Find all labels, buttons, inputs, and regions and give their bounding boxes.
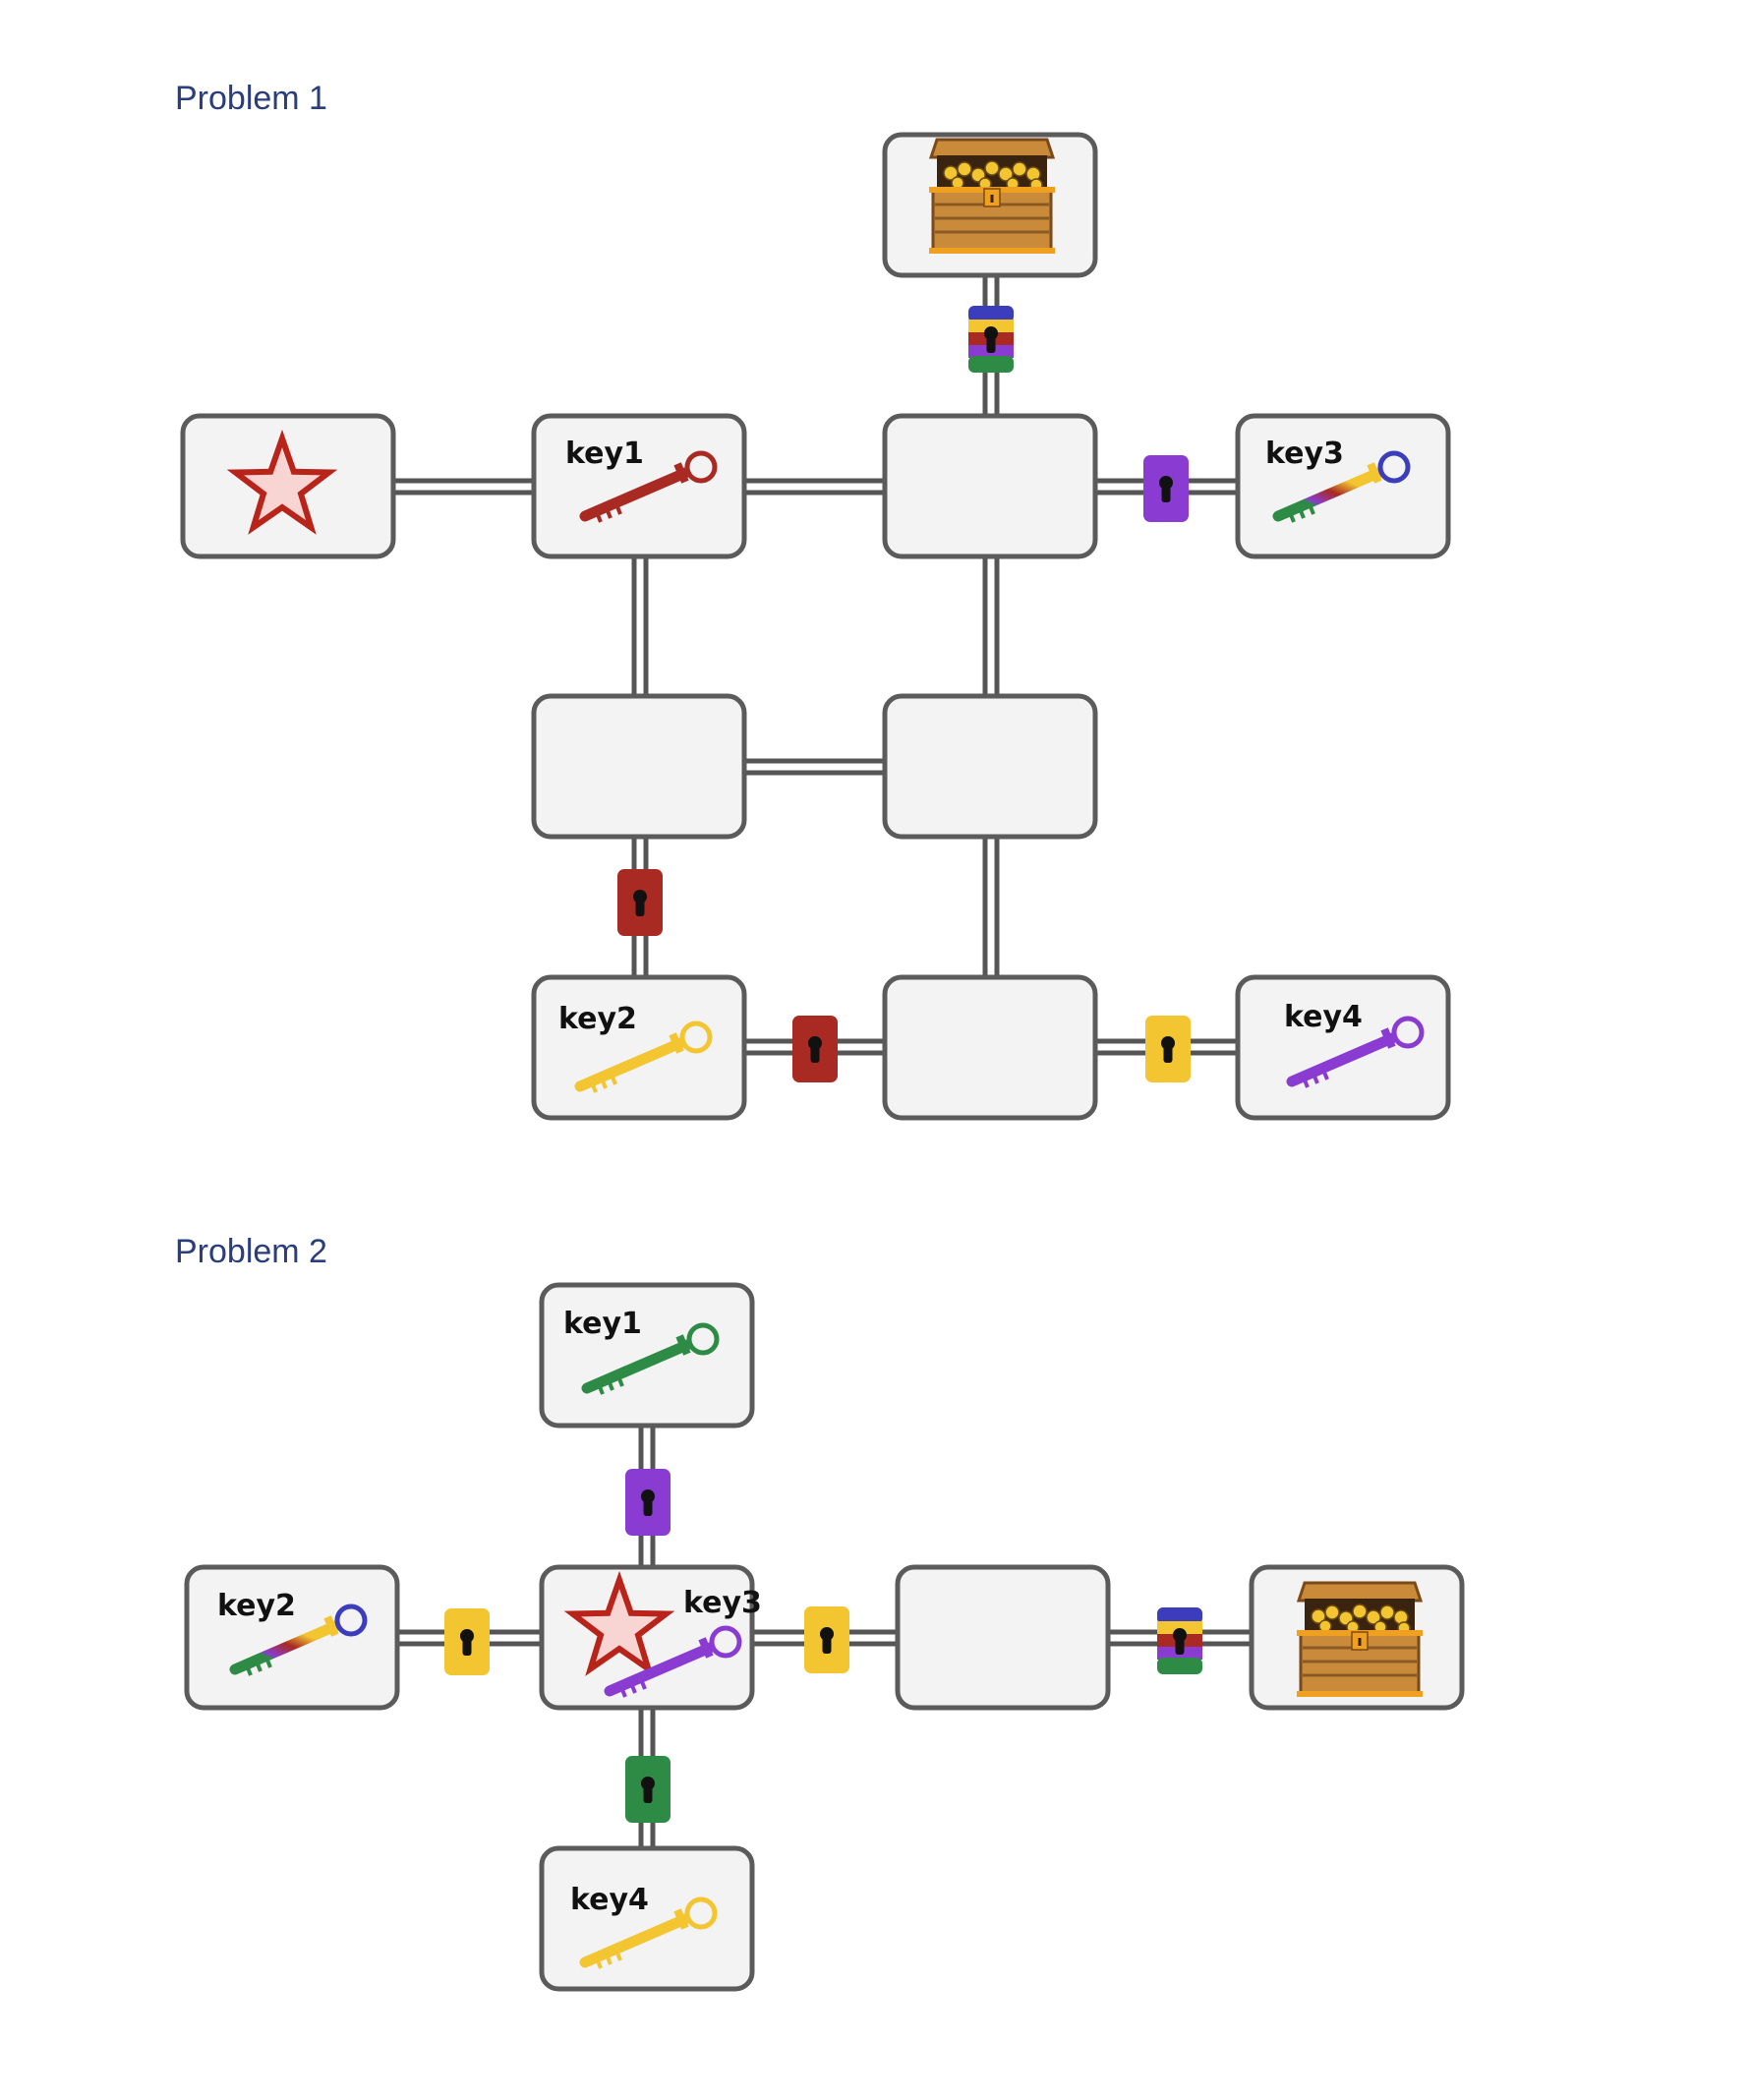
yellow-lock — [804, 1606, 849, 1673]
problem-1-locks — [617, 306, 1191, 1082]
purple-lock — [1143, 455, 1189, 522]
key3-label: key3 — [683, 1586, 762, 1620]
red-lock — [792, 1016, 838, 1082]
key2-label: key2 — [217, 1589, 296, 1623]
key4-label: key4 — [1284, 1000, 1363, 1034]
room-center — [882, 413, 1098, 559]
treasure-chest-icon — [1295, 1581, 1425, 1699]
key1-label: key1 — [565, 437, 644, 471]
key1-label: key1 — [563, 1307, 642, 1341]
problem-1-title: Problem 1 — [175, 80, 327, 117]
rainbow-lock — [1157, 1607, 1202, 1674]
problem-1-rooms — [180, 132, 1451, 1121]
problem-2-locks — [444, 1469, 1202, 1823]
key4-label: key4 — [570, 1883, 649, 1917]
room-start-key3 — [539, 1564, 755, 1711]
key2-label: key2 — [558, 1002, 637, 1036]
red-lock — [617, 869, 663, 936]
room-mid-right — [882, 693, 1098, 840]
room-right-empty — [895, 1564, 1111, 1711]
treasure-chest-icon — [927, 138, 1057, 256]
yellow-lock — [1145, 1016, 1191, 1082]
rainbow-lock — [968, 306, 1014, 373]
purple-lock — [625, 1469, 671, 1536]
problem-1-corridors — [393, 275, 1238, 1056]
room-key4 — [539, 1845, 755, 1992]
room-bottom-center — [882, 974, 1098, 1121]
yellow-lock — [444, 1608, 490, 1675]
problem-1-contents: key1 key3 key2 key4 — [235, 138, 1422, 1092]
room-mid-left — [531, 693, 747, 840]
room-key2 — [531, 974, 747, 1121]
green-lock — [625, 1756, 671, 1823]
room-key4 — [1235, 974, 1451, 1121]
problem-2-contents: key1 key2 key3 key4 — [217, 1307, 1425, 1968]
problem-2-title: Problem 2 — [175, 1233, 327, 1270]
key3-label: key3 — [1265, 437, 1344, 471]
